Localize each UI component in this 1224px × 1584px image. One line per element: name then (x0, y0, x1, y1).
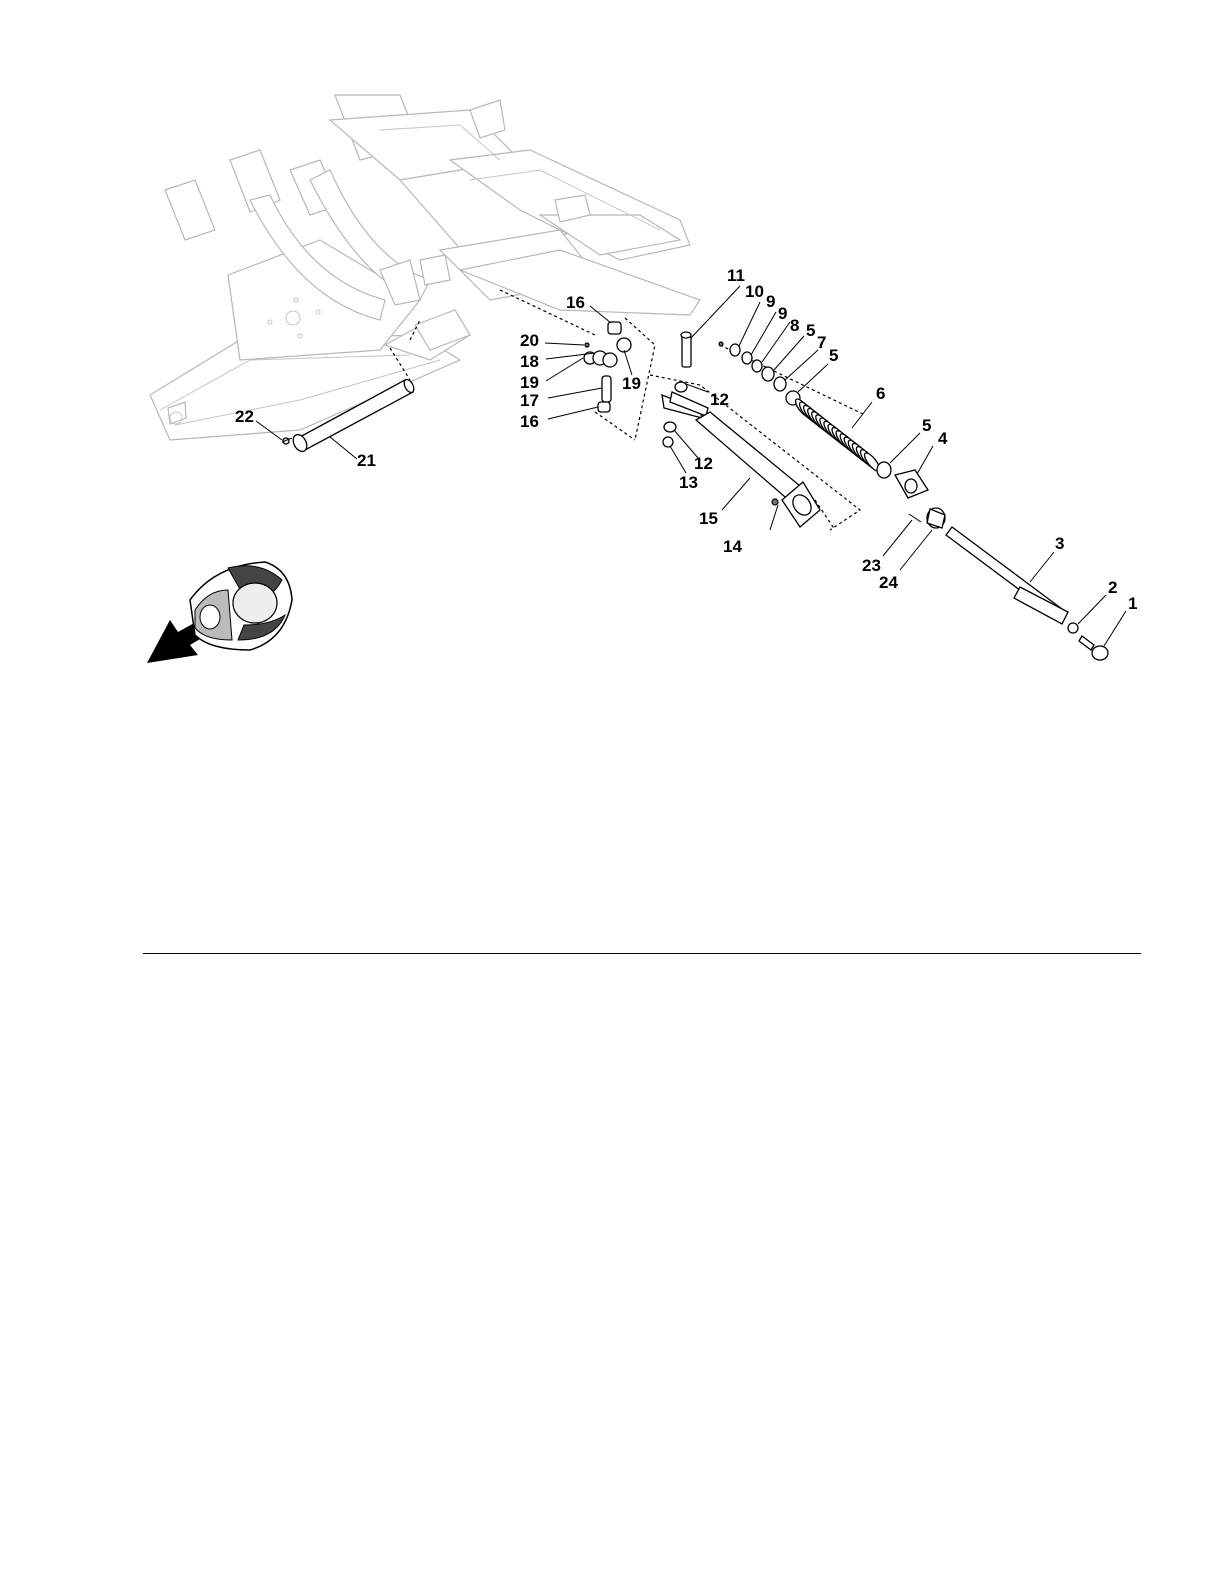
callout-5c: 5 (806, 321, 815, 340)
callout-22: 22 (235, 407, 254, 426)
callout-19b: 19 (622, 374, 641, 393)
callout-9b: 9 (766, 292, 775, 311)
part-13-nut (663, 437, 673, 447)
callout-19a: 19 (520, 373, 539, 392)
callout-6: 6 (876, 384, 885, 403)
callout-2: 2 (1108, 578, 1117, 597)
callout-5b: 5 (829, 346, 838, 365)
callout-8: 8 (790, 316, 799, 335)
callout-14: 14 (723, 537, 742, 556)
callout-10: 10 (745, 282, 764, 301)
callout-1: 1 (1128, 594, 1137, 613)
part-5-lower-washer (877, 462, 891, 478)
callout-4: 4 (938, 429, 948, 448)
part-4-flange-plate (895, 470, 928, 498)
part-3-rod (946, 527, 1068, 624)
callout-12a: 12 (710, 390, 729, 409)
part-6-spring (793, 397, 882, 473)
part-1-rod-end (1079, 636, 1108, 660)
front-direction-arrow-icon (147, 562, 292, 663)
callout-20: 20 (520, 331, 539, 350)
callout-16b: 16 (520, 412, 539, 431)
callout-16a: 16 (566, 293, 585, 312)
callout-7: 7 (817, 333, 826, 352)
part-15-housing-tube (662, 392, 820, 527)
parts-5-10-washer-stack (719, 342, 800, 405)
callout-18: 18 (520, 352, 539, 371)
callout-9a: 9 (778, 304, 787, 323)
callout-12b: 12 (694, 454, 713, 473)
part-14-grease-fitting (772, 499, 778, 505)
callout-15: 15 (699, 509, 718, 528)
callout-17: 17 (520, 391, 539, 410)
exploded-parts-diagram: 1 2 3 4 5 5 5 6 7 8 9 9 10 11 12 12 13 1… (0, 0, 1224, 700)
callout-21: 21 (357, 451, 376, 470)
part-24-sleeve (927, 508, 945, 528)
callout-11: 11 (727, 266, 745, 285)
machine-frame (150, 95, 700, 440)
callout-13: 13 (679, 473, 698, 492)
parts-16-20-bushing-group (584, 322, 631, 412)
part-22-bolt (282, 438, 292, 444)
callout-5a: 5 (922, 416, 931, 435)
horizontal-divider (143, 953, 1141, 954)
callout-3: 3 (1055, 534, 1064, 553)
callout-24: 24 (879, 573, 898, 592)
part-2-nut (1068, 623, 1078, 633)
part-11-pin (681, 332, 691, 367)
